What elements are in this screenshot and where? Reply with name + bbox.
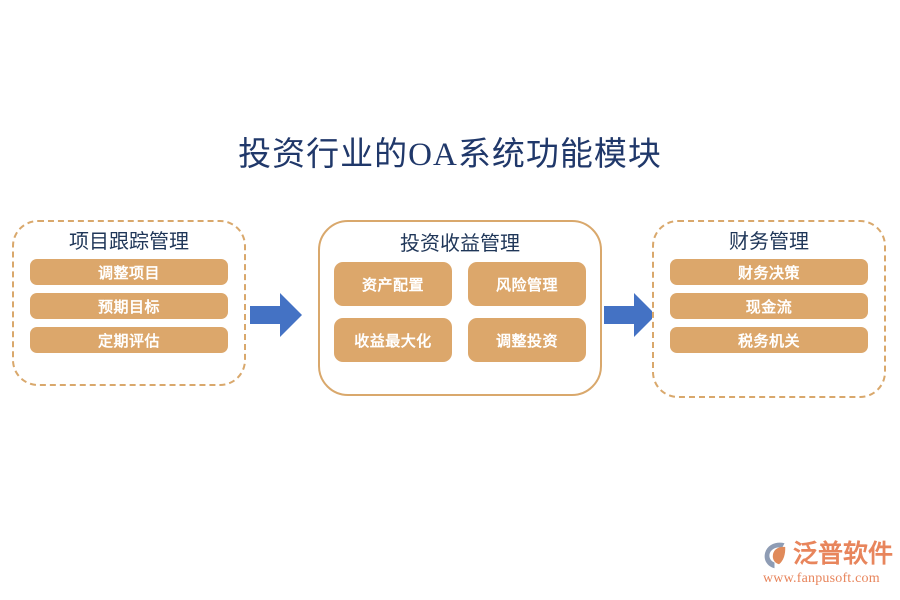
module-item[interactable]: 现金流	[670, 293, 868, 319]
module-item-list: 财务决策 现金流 税务机关	[654, 259, 884, 353]
fanpu-logo-icon	[762, 540, 792, 570]
module-item[interactable]: 收益最大化	[334, 318, 452, 362]
module-item[interactable]: 财务决策	[670, 259, 868, 285]
arrow-right-icon	[604, 292, 656, 338]
module-item[interactable]: 资产配置	[334, 262, 452, 306]
logo-brand-text: 泛普软件	[793, 541, 894, 568]
module-item[interactable]: 预期目标	[30, 293, 228, 319]
module-group-project-tracking[interactable]: 项目跟踪管理 调整项目 预期目标 定期评估	[12, 220, 246, 386]
logo-url-text: www.fanpusoft.com	[763, 571, 880, 586]
page-title: 投资行业的OA系统功能模块	[238, 137, 662, 173]
module-item[interactable]: 调整项目	[30, 259, 228, 285]
module-group-finance[interactable]: 财务管理 财务决策 现金流 税务机关	[652, 220, 886, 398]
module-group-investment-return[interactable]: 投资收益管理 资产配置 风险管理 收益最大化 调整投资	[318, 220, 602, 396]
arrow-right-icon	[250, 292, 302, 338]
module-item-list: 资产配置 风险管理 收益最大化 调整投资	[320, 262, 600, 362]
group-title: 财务管理	[729, 231, 809, 253]
group-title: 投资收益管理	[400, 233, 520, 255]
module-item[interactable]: 调整投资	[468, 318, 586, 362]
brand-logo: 泛普软件 www.fanpusoft.com	[762, 540, 894, 588]
module-item[interactable]: 风险管理	[468, 262, 586, 306]
group-title: 项目跟踪管理	[69, 231, 189, 253]
module-item[interactable]: 税务机关	[670, 327, 868, 353]
module-item[interactable]: 定期评估	[30, 327, 228, 353]
module-item-list: 调整项目 预期目标 定期评估	[14, 259, 244, 353]
logo-row: 泛普软件	[762, 540, 894, 570]
